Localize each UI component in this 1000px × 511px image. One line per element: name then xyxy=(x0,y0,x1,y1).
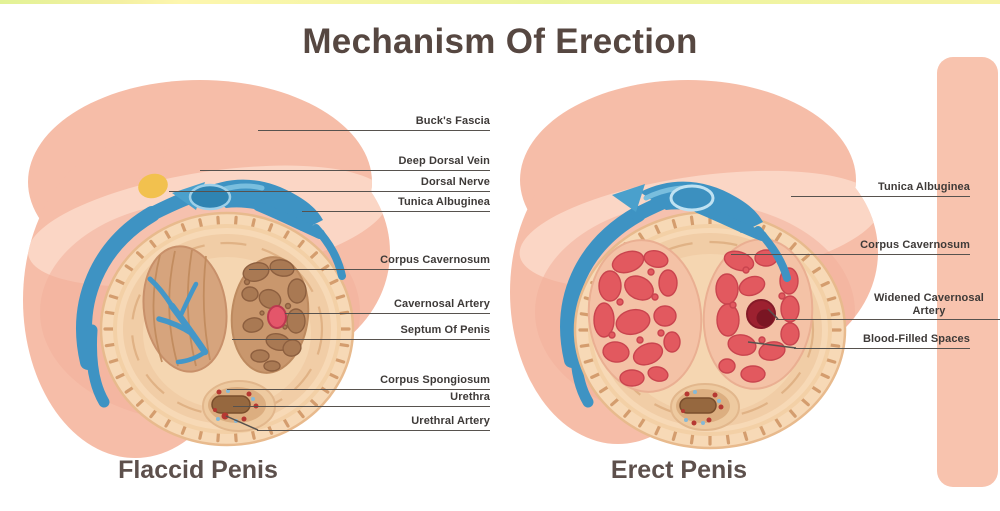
label-bucks-fascia: Buck's Fascia xyxy=(258,115,490,131)
leader-connectors xyxy=(225,308,797,431)
cavernosal-artery xyxy=(267,305,287,329)
dorsal-nerve xyxy=(138,173,168,199)
erect-left-corpus-cavernosum xyxy=(587,239,703,393)
page-title: Mechanism Of Erection xyxy=(302,22,698,61)
label-dorsal-nerve: Dorsal Nerve xyxy=(169,176,490,192)
label-blood-filled-spaces: Blood-Filled Spaces xyxy=(794,333,970,349)
label-corpus-spongiosum: Corpus Spongiosum xyxy=(227,374,490,390)
erect-penis-illustration xyxy=(510,80,878,450)
label-tunica-albuginea-erect: Tunica Albuginea xyxy=(791,181,970,197)
blood-filled-spaces xyxy=(593,250,681,387)
erect-corpus-spongiosum xyxy=(670,383,740,431)
urethral-artery xyxy=(221,412,229,420)
erect-dorsal-vessels xyxy=(612,181,791,282)
right-edge-decoration xyxy=(937,57,998,487)
blood-filled-spaces xyxy=(715,249,800,383)
top-accent-strip xyxy=(0,0,1000,4)
urethra xyxy=(679,397,717,414)
dorsal-vein-cross-section xyxy=(669,184,715,212)
caption-flaccid-penis: Flaccid Penis xyxy=(118,456,278,484)
flaccid-left-corpus-cavernosum xyxy=(142,245,228,373)
intracavernous-vessels xyxy=(147,276,209,365)
label-deep-dorsal-vein: Deep Dorsal Vein xyxy=(200,155,490,171)
label-tunica-albuginea-flaccid: Tunica Albuginea xyxy=(302,196,490,212)
widened-cavernosal-artery xyxy=(746,299,776,329)
label-urethral-artery: Urethral Artery xyxy=(257,415,490,431)
flaccid-penis-illustration xyxy=(23,80,390,458)
caption-erect-penis: Erect Penis xyxy=(610,456,748,484)
urethra xyxy=(211,395,251,414)
label-cavernosal-artery: Cavernosal Artery xyxy=(285,298,490,314)
label-corpus-cavernosum-erect: Corpus Cavernosum xyxy=(731,239,970,255)
label-septum-of-penis: Septum Of Penis xyxy=(232,324,490,340)
label-corpus-cavernosum-flaccid: Corpus Cavernosum xyxy=(249,254,490,270)
label-widened-cavernosal-artery: Widened Cavernosal Artery xyxy=(776,292,1000,321)
label-urethra: Urethra xyxy=(233,391,490,407)
